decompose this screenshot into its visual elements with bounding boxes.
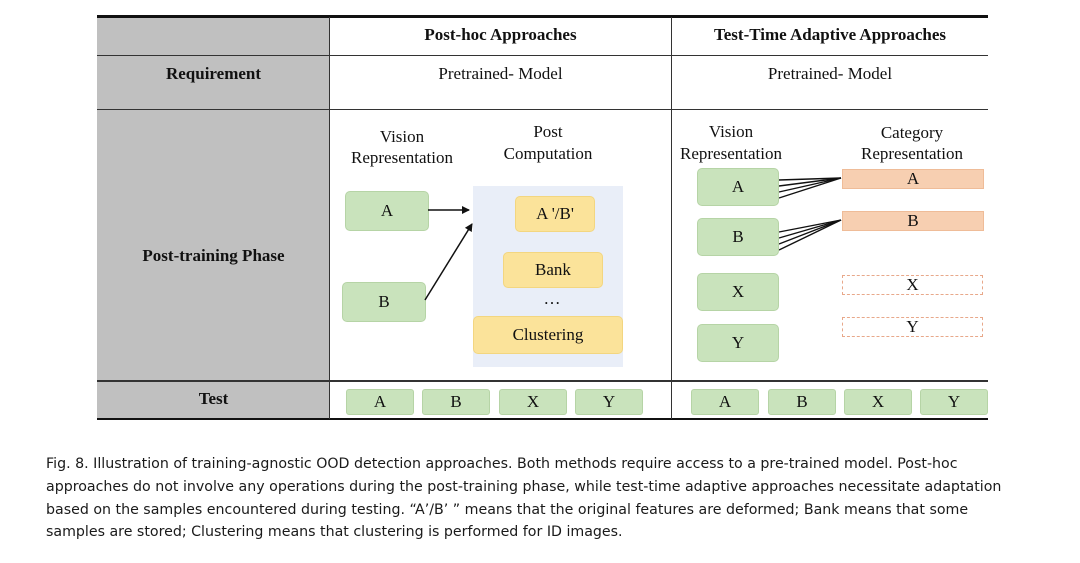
figure: Post-hoc Approaches Test-Time Adaptive A…: [97, 15, 988, 420]
col-header-tta: Test-Time Adaptive Approaches: [713, 25, 947, 44]
posthoc-test-x: X: [499, 389, 567, 415]
posthoc-post-title-line1: Post: [533, 122, 563, 141]
posthoc-test-y: Y: [575, 389, 643, 415]
col-header-posthoc: Post-hoc Approaches: [424, 25, 577, 44]
caption-line: Fig. 8. Illustration of training-agnosti…: [46, 456, 958, 472]
op-bank: Bank: [503, 252, 603, 288]
posthoc-arrows: [424, 177, 842, 301]
tta-test-a: A: [691, 389, 759, 415]
caption-line: based on the samples encountered during …: [46, 501, 969, 518]
figure-caption: Fig. 8. Illustration of training-agnosti…: [46, 453, 1046, 544]
rule-requirement: [97, 109, 988, 110]
posthoc-test-a: A: [346, 389, 414, 415]
tta-input-x: X: [697, 273, 779, 311]
row-header-requirement: Requirement: [165, 64, 262, 83]
posthoc-input-b: B: [342, 282, 426, 322]
tta-category-title-line1: Category: [880, 123, 944, 142]
posthoc-vision-title-line1: Vision: [379, 127, 425, 146]
caption-line: approaches do not involve any operations…: [46, 478, 1002, 495]
rule-top: [97, 15, 988, 18]
tta-category-title-line2: Representation: [861, 144, 963, 163]
tta-links: [778, 177, 842, 251]
tta-vision-title-line2: Representation: [680, 144, 782, 163]
op-ellipsis: …: [543, 289, 561, 308]
tta-test-x: X: [844, 389, 912, 415]
rule-col-1: [329, 17, 330, 419]
tta-category-x: X: [842, 275, 983, 295]
requirement-tta: Pretrained- Model: [767, 64, 893, 83]
op-clustering: Clustering: [473, 316, 623, 354]
tta-category-b: B: [842, 211, 984, 231]
tta-input-y: Y: [697, 324, 779, 362]
posthoc-vision-title-line2: Representation: [351, 148, 453, 167]
rule-bottom: [97, 418, 988, 420]
rule-header: [97, 55, 988, 56]
tta-vision-title-line1: Vision: [708, 122, 754, 141]
posthoc-input-a: A: [345, 191, 429, 231]
op-deformed: A '/B': [515, 196, 595, 232]
tta-input-b: B: [697, 218, 779, 256]
tta-test-y: Y: [920, 389, 988, 415]
tta-category-y: Y: [842, 317, 983, 337]
rule-phase: [97, 380, 988, 382]
row-header-test: Test: [198, 389, 229, 408]
row-header-post-training: Post-training Phase: [142, 246, 285, 265]
arrow-b-to-ops: [424, 223, 473, 301]
row-header-column: [97, 17, 330, 419]
posthoc-test-b: B: [422, 389, 490, 415]
tta-test-b: B: [768, 389, 836, 415]
tta-input-a: A: [697, 168, 779, 206]
requirement-posthoc: Pretrained- Model: [438, 64, 563, 83]
rule-col-2: [671, 17, 672, 419]
caption-line: samples are stored; Clustering means tha…: [46, 524, 623, 541]
tta-category-a: A: [842, 169, 984, 189]
posthoc-post-title-line2: Computation: [503, 144, 593, 163]
